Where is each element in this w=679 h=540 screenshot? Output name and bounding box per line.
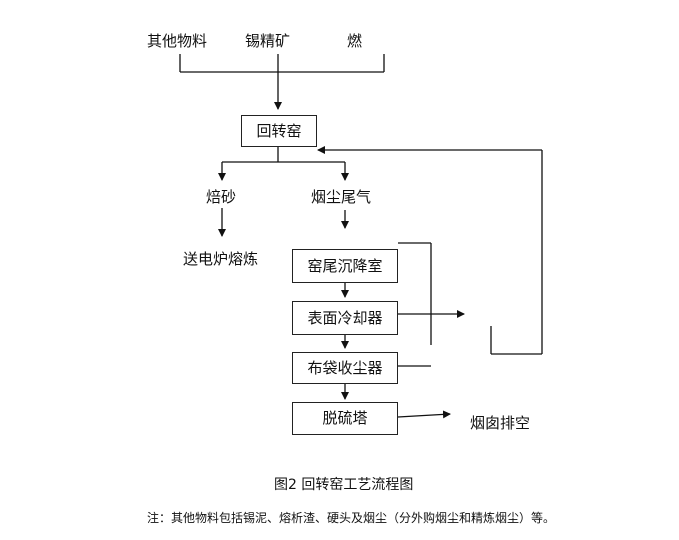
baghouse-dust-collector-box: 布袋收尘器 — [292, 352, 398, 384]
figure-caption: 图2 回转窑工艺流程图 — [274, 477, 414, 493]
input-fuel: 燃 — [347, 32, 363, 50]
calcine-label: 焙砂 — [206, 188, 237, 206]
rotary-kiln-box: 回转窑 — [241, 115, 317, 147]
kiln-tail-settling-chamber-box: 窑尾沉降室 — [292, 249, 398, 283]
surface-cooler-box: 表面冷却器 — [292, 301, 398, 335]
dust-gas-label: 烟尘尾气 — [311, 188, 372, 206]
figure-note: 注：其他物料包括锡泥、熔析渣、硬头及烟尘（分外购烟尘和精炼烟尘）等。 — [147, 511, 556, 525]
chimney-exhaust-label: 烟囱排空 — [470, 414, 531, 432]
desulfurization-tower-box: 脱硫塔 — [292, 402, 398, 435]
input-other-materials: 其他物料 — [147, 32, 208, 50]
calcine-destination-label: 送电炉熔炼 — [183, 250, 259, 268]
input-tin-concentrate: 锡精矿 — [245, 32, 291, 50]
